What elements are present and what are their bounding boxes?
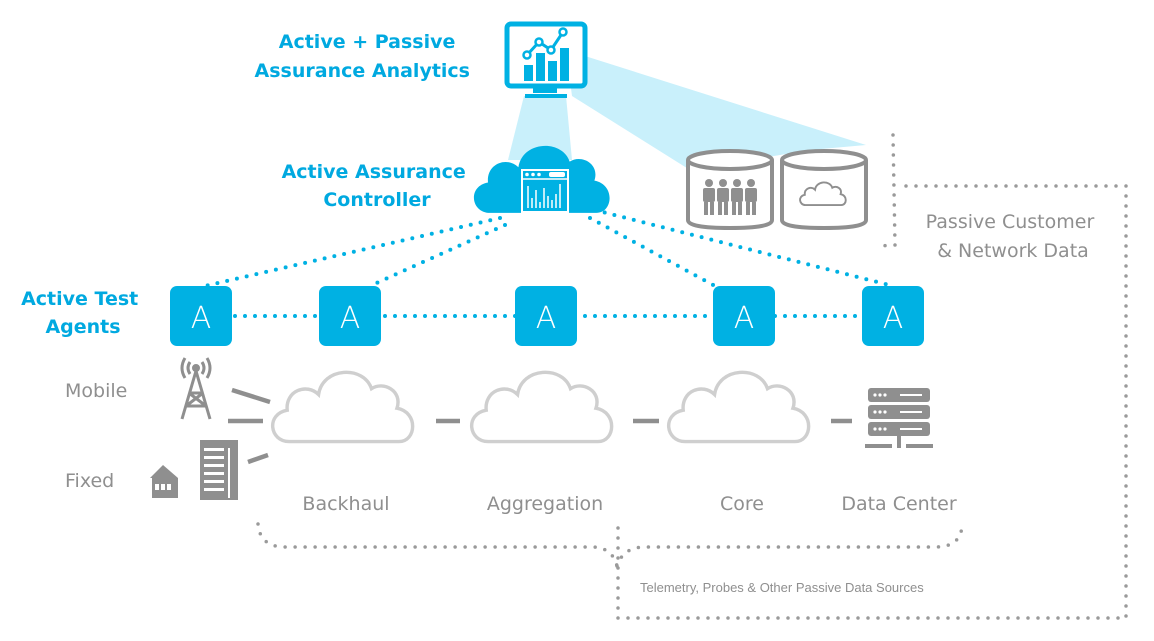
monitor-chart-icon	[504, 21, 588, 98]
agent-box	[862, 286, 924, 346]
segment-label: Data Center	[841, 493, 957, 515]
agent-node[interactable]: A	[170, 286, 232, 346]
agent-letter: A	[191, 301, 212, 336]
cell-tower-icon	[180, 357, 212, 420]
agent-box	[319, 286, 381, 346]
mobile-label: Mobile	[65, 380, 127, 402]
network-cloud	[270, 370, 415, 444]
beam-to-databases	[566, 50, 866, 170]
controller-links	[203, 208, 895, 288]
network-layer: Backhaul Aggregation Core Data Center	[270, 370, 957, 515]
segment-label: Core	[720, 493, 764, 515]
agent-letter: A	[883, 301, 904, 336]
telemetry-label: Telemetry, Probes & Other Passive Data S…	[640, 580, 924, 595]
segment-label: Aggregation	[487, 493, 603, 515]
fixed-label: Fixed	[65, 470, 114, 492]
agent-letter: A	[536, 301, 557, 336]
network-cloud	[469, 370, 614, 444]
beam-to-controller	[508, 96, 572, 160]
analytics-label: Active + Passive Assurance Analytics	[255, 31, 470, 82]
passive-data-label: Passive Customer & Network Data	[926, 211, 1101, 262]
agent-box	[170, 286, 232, 346]
agent-node[interactable]: A	[862, 286, 924, 346]
passive-data-bracket	[616, 133, 1128, 620]
agent-node[interactable]: A	[713, 286, 775, 346]
controller-label: Active Assurance Controller	[282, 161, 473, 211]
database-people-icon	[686, 149, 774, 231]
database-cloud-icon	[780, 149, 868, 231]
server-rack-icon	[865, 388, 933, 448]
network-cloud	[666, 370, 811, 444]
access-links	[228, 387, 271, 465]
telemetry-brace	[256, 522, 964, 568]
agents-label: Active Test Agents	[21, 288, 145, 338]
agent-box	[515, 286, 577, 346]
agent-box	[713, 286, 775, 346]
agent-node[interactable]: A	[515, 286, 577, 346]
agent-node[interactable]: A	[319, 286, 381, 346]
segment-label: Backhaul	[302, 493, 389, 515]
agent-letter: A	[734, 301, 755, 336]
agent-letter: A	[340, 301, 361, 336]
cloud-dashboard-icon	[473, 145, 610, 213]
house-building-icon	[150, 440, 238, 500]
analytics-beams	[508, 50, 866, 170]
